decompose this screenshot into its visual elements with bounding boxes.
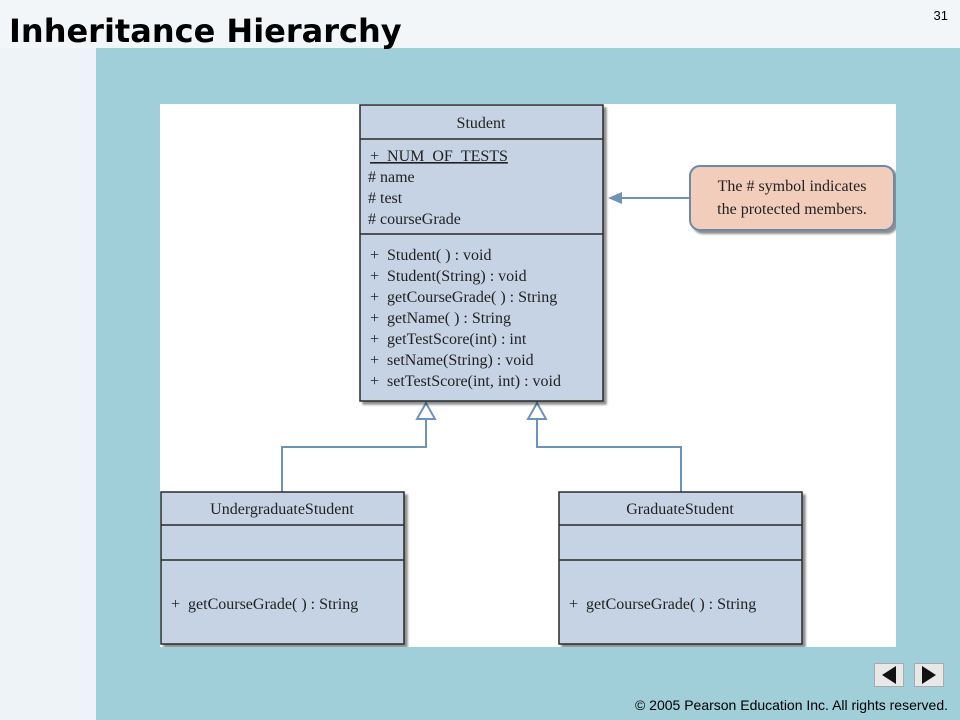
slide-number: 31	[933, 8, 948, 23]
undergrad-class-box	[160, 491, 405, 645]
undergrad-connector	[281, 419, 427, 492]
undergrad-class-name: UndergraduateStudent	[210, 501, 354, 518]
student-operation: + Student(String) : void	[370, 268, 527, 285]
student-attribute: # courseGrade	[368, 211, 461, 228]
student-operation: + getName( ) : String	[370, 310, 511, 327]
student-operation: + setTestScore(int, int) : void	[370, 373, 561, 390]
previous-slide-button[interactable]	[874, 663, 904, 687]
student-operations: + Student( ) : void + Student(String) : …	[370, 247, 561, 390]
student-operation: + setName(String) : void	[370, 352, 534, 369]
student-operation: + Student( ) : void	[370, 247, 491, 264]
left-margin-band	[0, 48, 96, 720]
student-operation: + getCourseGrade( ) : String	[370, 289, 557, 306]
figure-panel: Student + NUM_OF_TESTS # name # test # c…	[160, 104, 896, 647]
copyright-notice: © 2005 Pearson Education Inc. All rights…	[634, 697, 948, 713]
triangle-right-icon	[922, 666, 936, 684]
note-arrow	[608, 192, 690, 204]
inheritance-connectors	[281, 419, 682, 492]
graduate-class-box	[558, 491, 803, 645]
student-operation: + getTestScore(int) : int	[370, 331, 527, 348]
protected-members-note	[689, 165, 895, 231]
slide-title: Inheritance Hierarchy	[9, 12, 402, 50]
student-class-name: Student	[457, 115, 506, 132]
student-attributes: + NUM_OF_TESTS # name # test # courseGra…	[368, 148, 508, 228]
note-text-line-1: The # symbol indicates	[718, 178, 867, 195]
inheritance-arrowhead-graduate	[526, 400, 548, 420]
inheritance-arrowhead-undergrad	[415, 400, 437, 420]
triangle-left-icon	[882, 666, 896, 684]
note-text-line-2: the protected members.	[717, 201, 867, 218]
student-attribute: # name	[368, 169, 415, 186]
student-attribute: + NUM_OF_TESTS	[370, 148, 508, 165]
uml-class-diagram: Student + NUM_OF_TESTS # name # test # c…	[160, 104, 895, 645]
graduate-operation: + getCourseGrade( ) : String	[569, 596, 756, 613]
student-class-box	[359, 104, 604, 402]
student-attribute: # test	[368, 190, 403, 207]
graduate-connector	[536, 419, 682, 492]
undergrad-operation: + getCourseGrade( ) : String	[171, 596, 358, 613]
graduate-class-name: GraduateStudent	[626, 501, 734, 518]
next-slide-button[interactable]	[914, 663, 944, 687]
